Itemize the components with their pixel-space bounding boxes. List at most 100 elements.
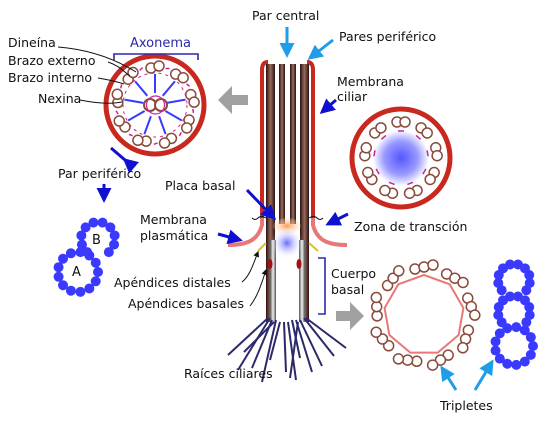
doublet-a-label: A bbox=[72, 265, 81, 280]
triplet-protofilament bbox=[511, 359, 522, 370]
leader-nexina bbox=[79, 99, 123, 104]
doublet-b-tubule bbox=[181, 122, 193, 134]
triplet-protofilament bbox=[528, 341, 538, 351]
par-central-label: Par central bbox=[252, 8, 319, 23]
tz-doublet-b bbox=[403, 187, 416, 199]
protofilament bbox=[75, 286, 86, 297]
triplet-protofilament bbox=[519, 325, 530, 336]
transition-zone-cross-section bbox=[349, 106, 453, 210]
transition-doublets bbox=[359, 116, 443, 199]
tz-linker bbox=[422, 168, 427, 175]
tz-linker bbox=[407, 181, 414, 186]
raices-ciliares-label: Raíces ciliares bbox=[184, 366, 273, 381]
protofilament bbox=[90, 257, 101, 268]
leader-apendices-distales bbox=[241, 250, 260, 283]
tz-doublet-b bbox=[424, 173, 436, 186]
protofilament bbox=[65, 248, 76, 259]
arrow-placa-basal bbox=[245, 188, 277, 221]
tz-doublet-b bbox=[375, 122, 387, 134]
radial-spoke bbox=[166, 98, 186, 104]
dynein-arm bbox=[128, 133, 133, 137]
rootlet bbox=[289, 321, 299, 379]
triplet-protofilament bbox=[494, 328, 505, 339]
basal-tube-left bbox=[270, 240, 276, 322]
protofilament bbox=[109, 239, 120, 250]
rootlet bbox=[303, 317, 335, 357]
tz-linker bbox=[426, 150, 429, 157]
triplet-tubule bbox=[469, 309, 481, 321]
triplet-protofilament bbox=[525, 332, 536, 343]
protofilament bbox=[58, 253, 69, 264]
tz-linker bbox=[380, 134, 387, 140]
triplet-tubule bbox=[457, 276, 469, 289]
doublet-b-tubule bbox=[132, 134, 144, 147]
par-periferico-label: Par periférico bbox=[58, 166, 141, 181]
triplet-tubule bbox=[370, 326, 382, 338]
tz-doublet-b bbox=[399, 116, 411, 128]
pares-periferico-label: Pares periférico bbox=[339, 29, 436, 44]
brazo-interno-label: Brazo interno bbox=[8, 70, 92, 85]
plasma-membrane-left bbox=[227, 218, 264, 247]
triplet-protofilament bbox=[490, 336, 501, 347]
doublet-b-tubule bbox=[158, 137, 171, 149]
distal-appendage-left bbox=[257, 242, 267, 252]
basal-glow bbox=[271, 227, 303, 259]
triplet-protofilament bbox=[493, 309, 504, 320]
apendices-distales-label: Apéndices distales bbox=[114, 275, 231, 290]
tz-doublet-b bbox=[379, 184, 391, 197]
tz-linker bbox=[373, 150, 376, 157]
triplet-linker-ring bbox=[383, 273, 465, 354]
triplet-protofilament bbox=[525, 349, 536, 360]
protofilament bbox=[53, 262, 64, 273]
rootlet bbox=[243, 321, 275, 353]
rootlet bbox=[299, 319, 323, 367]
dynein-arm bbox=[120, 84, 123, 89]
arrow-par-periferico-up bbox=[110, 146, 139, 174]
dineina-label: Dineína bbox=[8, 35, 56, 50]
doublet-ab-detail bbox=[53, 217, 120, 297]
triplet-tubule bbox=[410, 355, 423, 368]
triplet-protofilament bbox=[519, 356, 530, 367]
distal-appendage-right bbox=[308, 242, 319, 252]
leader-dineina bbox=[57, 46, 137, 73]
protofilament bbox=[65, 285, 76, 296]
dynein-arm bbox=[139, 67, 144, 71]
triplet-tubule bbox=[370, 291, 383, 304]
membrana-plasmatica-label-2: plasmática bbox=[140, 228, 208, 243]
radial-spoke bbox=[164, 110, 183, 122]
rootlet bbox=[261, 319, 277, 383]
triplet-protofilament bbox=[511, 322, 522, 333]
rootlet bbox=[237, 317, 271, 371]
radial-spoke bbox=[134, 80, 149, 97]
doublet-tube-right bbox=[300, 64, 309, 322]
protofilament bbox=[105, 222, 116, 233]
dynein-arm bbox=[186, 83, 191, 87]
protofilament bbox=[82, 247, 93, 258]
basal-foot-left bbox=[267, 259, 273, 269]
protofilament bbox=[80, 222, 91, 233]
axonema-bracket bbox=[113, 53, 199, 60]
radial-spoke bbox=[127, 110, 146, 122]
doublet-b-tubule bbox=[153, 60, 165, 72]
gray-arrow-to-triplets bbox=[336, 302, 364, 330]
triplet-protofilament bbox=[490, 345, 501, 356]
central-pair bbox=[143, 95, 168, 115]
triplet-protofilament bbox=[505, 259, 516, 270]
tz-doublet-b bbox=[362, 166, 374, 179]
rootlet bbox=[227, 317, 269, 356]
protofilament bbox=[103, 247, 114, 258]
apendices-basales-label: Apéndices basales bbox=[128, 296, 244, 311]
triplet-protofilament bbox=[524, 302, 535, 313]
arrow-tripletes-left bbox=[440, 365, 458, 391]
protofilament bbox=[97, 217, 108, 228]
tz-doublet-b bbox=[431, 149, 443, 162]
leader-brazo-externo bbox=[107, 61, 131, 77]
radial-spoke bbox=[143, 115, 152, 135]
peripheral-doublets bbox=[111, 60, 200, 149]
basal-body-triplet-ring bbox=[370, 259, 481, 371]
triplet-tubule bbox=[393, 265, 405, 277]
doublet-b-tubule bbox=[188, 96, 200, 108]
cilium-longitudinal bbox=[227, 60, 348, 383]
tz-linker bbox=[415, 134, 422, 140]
